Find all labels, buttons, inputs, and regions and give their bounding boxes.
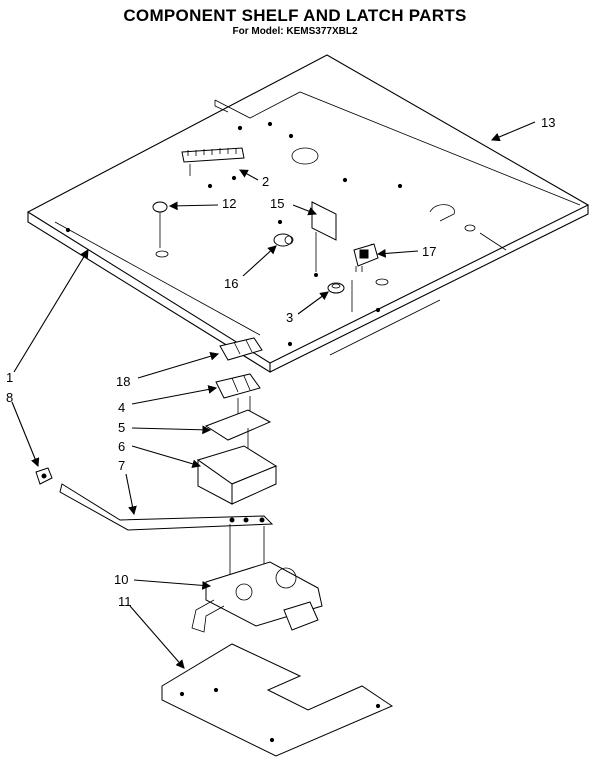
callout-11: 11: [118, 594, 132, 609]
relay-part: [353, 243, 379, 272]
callout-8: 8: [6, 390, 13, 405]
model-subtitle: For Model: KEMS377XBL2: [232, 26, 358, 37]
leader-lines: [11, 121, 536, 669]
insulator-plate-part: [204, 409, 272, 441]
callout-7: 7: [118, 458, 125, 473]
connector-part: [273, 233, 294, 247]
terminal-strip-part: [181, 147, 245, 176]
switch-box-part: [196, 428, 278, 505]
page-title: COMPONENT SHELF AND LATCH PARTS: [123, 6, 467, 25]
bracket-part: [311, 201, 337, 277]
switch-lower-part: [215, 373, 261, 420]
callout-17: 17: [422, 244, 436, 259]
callout-18: 18: [116, 374, 130, 389]
callout-10: 10: [114, 572, 128, 587]
callout-15: 15: [270, 196, 284, 211]
latch-link-part: [59, 483, 274, 580]
switch-upper-part: [219, 337, 263, 361]
base-plate-part: [161, 643, 394, 757]
callout-16: 16: [224, 276, 238, 291]
callout-1: 1: [6, 370, 13, 385]
callout-6: 6: [118, 439, 125, 454]
component-shelf: [26, 54, 590, 373]
plug-button-part: [152, 201, 169, 258]
callout-4: 4: [118, 400, 125, 415]
callout-12: 12: [222, 196, 236, 211]
callout-5: 5: [118, 420, 125, 435]
latch-assembly-part: [191, 561, 323, 633]
callout-2: 2: [262, 174, 269, 189]
callout-3: 3: [286, 310, 293, 325]
callout-13: 13: [541, 115, 555, 130]
bushing-part: [327, 280, 353, 312]
latch-clip-part: [35, 467, 53, 485]
